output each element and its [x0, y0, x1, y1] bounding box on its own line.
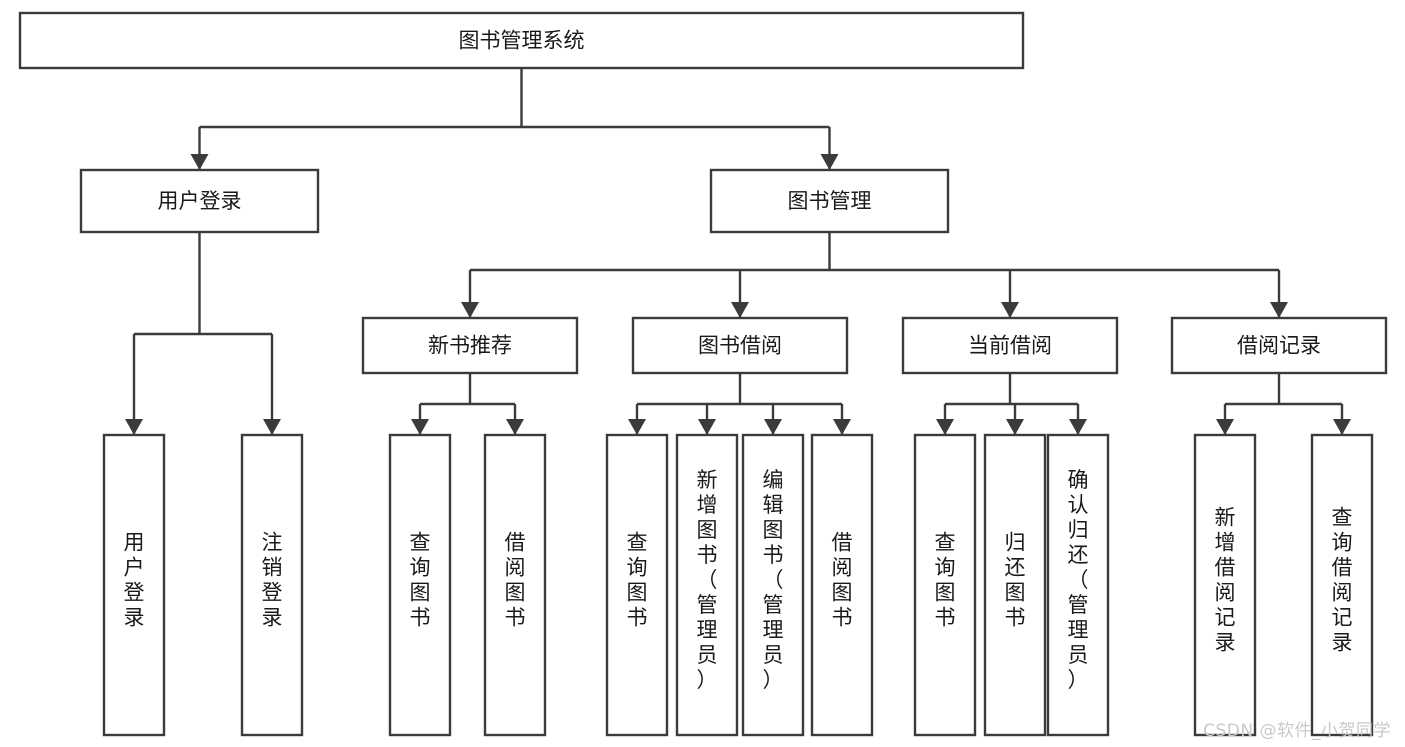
node-box	[983, 433, 1047, 737]
node-leaf-user-login[interactable]: 用户登录	[102, 433, 166, 737]
arrow-head-icon	[190, 154, 209, 170]
node-box	[1046, 433, 1110, 737]
arrow-head-icon	[1069, 419, 1087, 435]
arrow-head-icon	[1333, 419, 1351, 435]
arrow-head-icon	[1216, 419, 1234, 435]
arrow-head-icon	[411, 419, 429, 435]
connector-group-new-book-recommend	[411, 373, 524, 435]
node-label: 用户登录	[124, 531, 145, 630]
connectors-layer	[125, 68, 1351, 435]
connector-group-book-borrow	[628, 373, 851, 435]
arrow-head-icon	[833, 419, 851, 435]
node-box	[631, 316, 849, 375]
node-leaf-add-book[interactable]: 新增图书（管理员）	[675, 433, 739, 737]
node-label: 图书借阅	[698, 334, 782, 358]
node-label: 编辑图书（管理员）	[763, 468, 784, 692]
node-label: 查询借阅记录	[1332, 506, 1353, 655]
node-borrow-record[interactable]: 借阅记录	[1170, 316, 1388, 375]
node-box	[388, 433, 452, 737]
node-box	[18, 11, 1025, 70]
nodes-layer: 图书管理系统用户登录图书管理新书推荐图书借阅当前借阅借阅记录用户登录注销登录查询…	[18, 11, 1388, 737]
node-label: 确认归还（管理员）	[1068, 468, 1089, 692]
arrow-head-icon	[731, 302, 749, 318]
node-root[interactable]: 图书管理系统	[18, 11, 1025, 70]
node-box	[1310, 433, 1374, 737]
node-box	[605, 433, 669, 737]
node-leaf-add-record[interactable]: 新增借阅记录	[1193, 433, 1257, 737]
node-box	[1170, 316, 1388, 375]
node-leaf-query-record[interactable]: 查询借阅记录	[1310, 433, 1374, 737]
node-label: 借阅记录	[1237, 334, 1321, 358]
node-box	[675, 433, 739, 737]
connector-group-borrow-record	[1216, 373, 1351, 435]
node-leaf-edit-book[interactable]: 编辑图书（管理员）	[741, 433, 805, 737]
node-label: 图书管理	[788, 189, 872, 213]
arrow-head-icon	[1006, 419, 1024, 435]
node-label: 注销登录	[262, 531, 283, 630]
node-leaf-borrow-book-1[interactable]: 借阅图书	[483, 433, 547, 737]
node-leaf-borrow-book-2[interactable]: 借阅图书	[810, 433, 874, 737]
node-leaf-user-logout[interactable]: 注销登录	[240, 433, 304, 737]
node-book-manage[interactable]: 图书管理	[709, 168, 950, 234]
node-label: 新增图书（管理员）	[697, 468, 718, 692]
arrow-head-icon	[125, 419, 143, 435]
arrow-head-icon	[1001, 302, 1019, 318]
node-label: 查询图书	[410, 531, 431, 630]
node-box	[483, 433, 547, 737]
node-label: 新书推荐	[428, 334, 512, 358]
node-book-borrow[interactable]: 图书借阅	[631, 316, 849, 375]
node-box	[741, 433, 805, 737]
node-box	[913, 433, 977, 737]
node-leaf-query-book-2[interactable]: 查询图书	[605, 433, 669, 737]
connector-group-book-manage	[461, 232, 1288, 318]
node-current-borrow[interactable]: 当前借阅	[901, 316, 1119, 375]
arrow-head-icon	[764, 419, 782, 435]
node-box	[361, 316, 579, 375]
node-label: 查询图书	[935, 531, 956, 630]
node-leaf-query-book-3[interactable]: 查询图书	[913, 433, 977, 737]
node-box	[810, 433, 874, 737]
arrow-head-icon	[820, 154, 839, 170]
node-label: 借阅图书	[505, 531, 526, 630]
arrow-head-icon	[936, 419, 954, 435]
watermark-text: CSDN @软件_小贺同学	[1203, 721, 1391, 741]
node-box	[102, 433, 166, 737]
connector-group-root	[190, 68, 839, 170]
node-new-book-recommend[interactable]: 新书推荐	[361, 316, 579, 375]
node-box	[901, 316, 1119, 375]
node-label: 借阅图书	[832, 531, 853, 630]
node-box	[240, 433, 304, 737]
arrow-head-icon	[506, 419, 524, 435]
connector-group-current-borrow	[936, 373, 1087, 435]
node-label: 新增借阅记录	[1215, 506, 1236, 655]
node-box	[709, 168, 950, 234]
node-leaf-query-book-1[interactable]: 查询图书	[388, 433, 452, 737]
node-label: 归还图书	[1005, 531, 1026, 630]
node-user-login[interactable]: 用户登录	[79, 168, 320, 234]
arrow-head-icon	[628, 419, 646, 435]
node-box	[79, 168, 320, 234]
arrow-head-icon	[461, 302, 479, 318]
connector-group-user-login	[125, 232, 281, 435]
node-label: 用户登录	[158, 189, 242, 213]
node-label: 查询图书	[627, 531, 648, 630]
node-box	[1193, 433, 1257, 737]
node-leaf-confirm-return[interactable]: 确认归还（管理员）	[1046, 433, 1110, 737]
arrow-head-icon	[263, 419, 281, 435]
arrow-head-icon	[1270, 302, 1288, 318]
node-label: 当前借阅	[968, 334, 1052, 358]
node-leaf-return-book[interactable]: 归还图书	[983, 433, 1047, 737]
node-label: 图书管理系统	[459, 29, 585, 53]
arrow-head-icon	[698, 419, 716, 435]
